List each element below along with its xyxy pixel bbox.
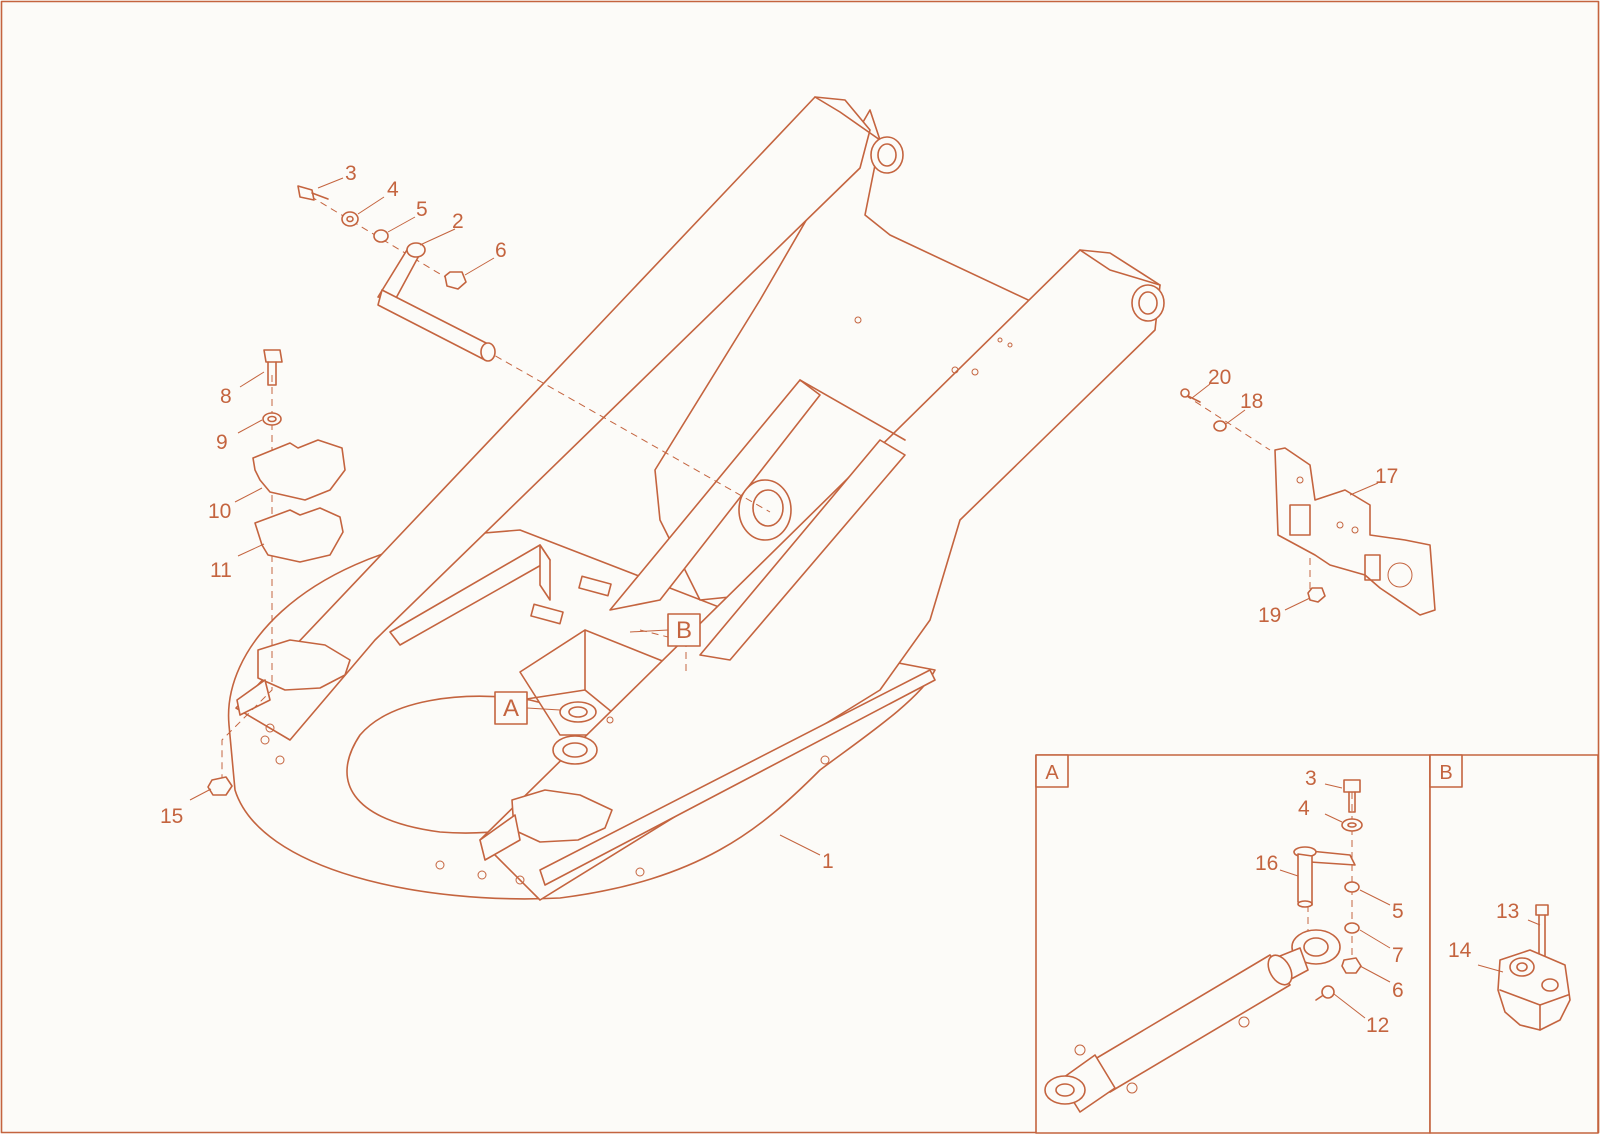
callout-2: 2 <box>452 210 464 233</box>
callout-15: 15 <box>160 805 183 828</box>
main-frame-part-1 <box>227 96 1165 901</box>
bolt-3 <box>297 185 329 201</box>
callout-5: 5 <box>416 198 428 221</box>
bracket-17 <box>1274 447 1436 616</box>
washer-9 <box>262 412 282 426</box>
nut-5 <box>373 229 389 243</box>
inset-b-callout-13: 13 <box>1496 900 1519 923</box>
inset-a-callout-4: 4 <box>1298 797 1310 820</box>
hydraulic-cylinder <box>1044 929 1341 1113</box>
inset-a-callout-3: 3 <box>1305 767 1317 790</box>
callout-9: 9 <box>216 431 228 454</box>
svg-text:A: A <box>1045 762 1059 784</box>
svg-text:A: A <box>503 695 519 722</box>
inset-a-callout-7: 7 <box>1392 944 1404 967</box>
callout-4: 4 <box>387 178 399 201</box>
shim-10 <box>252 439 346 501</box>
detail-marker-b: B <box>629 613 701 647</box>
shim-11 <box>254 507 344 563</box>
callout-8: 8 <box>220 385 232 408</box>
bolt-8 <box>263 349 283 386</box>
svg-text:B: B <box>676 617 692 644</box>
nut-18 <box>1213 420 1227 432</box>
callout-10: 10 <box>208 500 231 523</box>
callout-20: 20 <box>1208 366 1231 389</box>
inset-a-callout-5: 5 <box>1392 900 1404 923</box>
nut-6 <box>444 271 467 290</box>
callout-19: 19 <box>1258 604 1281 627</box>
callout-11: 11 <box>210 559 232 582</box>
detail-marker-a: A <box>494 691 561 725</box>
inset-b-callout-14: 14 <box>1448 939 1472 962</box>
nut-15 <box>207 776 233 796</box>
inset-a: A <box>1035 754 1431 1134</box>
nut-19 <box>1307 587 1326 603</box>
inset-b: B 13 14 <box>1429 754 1599 1134</box>
callout-18: 18 <box>1240 390 1263 413</box>
callout-3: 3 <box>345 162 357 185</box>
washer-4 <box>341 211 359 227</box>
callout-6: 6 <box>495 239 507 262</box>
bolt-20 <box>1180 388 1201 403</box>
inset-a-callout-12: 12 <box>1366 1014 1389 1037</box>
inset-a-callout-6: 6 <box>1392 979 1404 1002</box>
callout-group-main: 3 4 5 2 6 8 9 10 11 15 1 20 18 17 19 <box>160 162 1398 873</box>
callout-17: 17 <box>1375 465 1398 488</box>
svg-text:B: B <box>1439 762 1452 784</box>
callout-1: 1 <box>822 850 834 873</box>
pin-2 <box>377 242 496 362</box>
inset-a-callout-16: 16 <box>1255 852 1278 875</box>
